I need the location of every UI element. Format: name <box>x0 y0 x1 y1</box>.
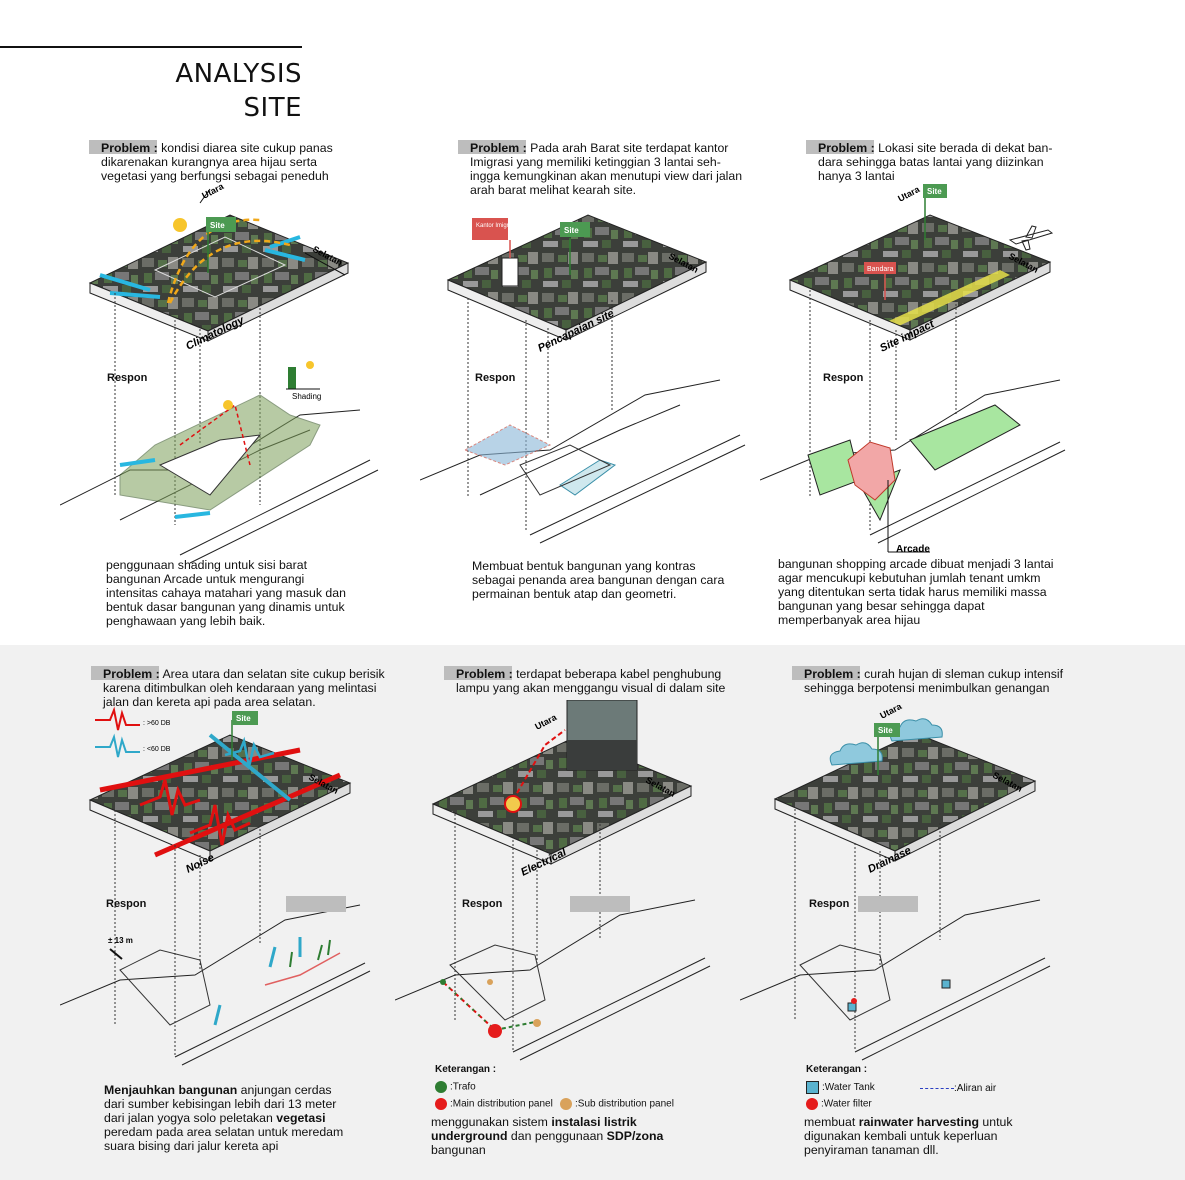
keterangan-label-drainase: Keterangan : <box>806 1064 868 1075</box>
diagram-site-impact: Bandara Site Utara Selatan Site impact A… <box>760 184 1066 555</box>
problem-text-pencapaian: Problem : Pada arah Barat site terdapat … <box>458 140 745 197</box>
respon-label-3: Respon <box>823 372 864 384</box>
water-filter-icon <box>806 1098 818 1110</box>
svg-text:Utara: Utara <box>878 705 904 721</box>
noise-legend-low: : <60 DB <box>143 746 171 753</box>
water-flow-icon <box>920 1087 954 1089</box>
respon-label-5: Respon <box>462 898 503 910</box>
diagram-drainase: Site Utara Selatan Drainase <box>740 705 1051 1061</box>
legend-aliran-air: :Aliran air <box>920 1083 996 1094</box>
svg-text:Site: Site <box>236 714 251 723</box>
header-rule <box>0 46 302 48</box>
problem-text-noise: Problem : Area utara dan selatan site cu… <box>91 666 403 709</box>
site-flag-label: Site <box>210 221 225 230</box>
keterangan-label-electrical: Keterangan : <box>435 1064 497 1075</box>
response-text-climatology: penggunaan shading untuk sisi barat bang… <box>106 558 346 628</box>
arcade-label: Arcade <box>896 544 930 555</box>
legend-water-tank: :Water Tank <box>806 1081 875 1094</box>
kantor-label: Kantor Imigrasi <box>476 223 516 229</box>
diagram-pencapaian: Kantor Imigrasi Site Selatan Pencapaian … <box>420 214 746 544</box>
problem-text-climatology: Problem : kondisi diarea site cukup pana… <box>89 140 361 183</box>
response-text-electrical: menggunakan sistem instalasi listrik und… <box>431 1115 664 1157</box>
svg-text:Utara: Utara <box>533 712 559 732</box>
noise-low-icon <box>95 733 140 758</box>
noise-high-icon <box>95 706 140 731</box>
svg-text:Site: Site <box>927 187 942 196</box>
response-text-site-impact: bangunan shopping arcade dibuat menjadi … <box>778 557 1054 627</box>
distance-label: ± 13 m <box>108 936 133 945</box>
bandara-label: Bandara <box>867 266 894 273</box>
noise-legend-high: : >60 DB <box>143 720 171 727</box>
water-tank-icon <box>806 1081 819 1094</box>
svg-text:Site: Site <box>878 726 893 735</box>
mdp-icon <box>435 1098 447 1110</box>
diagram-electrical: Utara Selatan Electrical <box>395 700 711 1061</box>
page-title-line1: ANALYSIS <box>175 59 302 89</box>
legend-sdp: :Sub distribution panel <box>560 1098 674 1110</box>
response-text-drainase: membuat rainwater harvesting untuk digun… <box>804 1115 1013 1157</box>
respon-label-2: Respon <box>475 372 516 384</box>
cloud-icon <box>829 742 883 766</box>
placeholder-box-drainase <box>858 896 918 912</box>
response-text-pencapaian: Membuat bentuk bangunan yang kontras seb… <box>472 559 725 601</box>
north-label: Utara <box>200 181 226 201</box>
trafo-icon <box>435 1081 447 1093</box>
legend-trafo: :Trafo <box>435 1081 476 1093</box>
page-title-line2: SITE <box>243 93 302 123</box>
legend-mdp: :Main distribution panel <box>435 1098 553 1110</box>
svg-text:Site: Site <box>564 226 579 235</box>
respon-label-4: Respon <box>106 898 147 910</box>
svg-text:Utara: Utara <box>896 184 922 204</box>
diagram-noise: : >60 DB : <60 DB Site Selatan Noise ± 1… <box>60 706 371 1066</box>
sdp-icon <box>560 1098 572 1110</box>
respon-label-6: Respon <box>809 898 850 910</box>
response-text-noise: Menjauhkan bangunan anjungan cerdas dari… <box>104 1083 344 1153</box>
diagram-climatology: Site Utara Selatan Climatology Shading <box>60 181 379 564</box>
legend-water-filter: :Water filter <box>806 1098 872 1110</box>
shading-label: Shading <box>292 392 321 401</box>
placeholder-box-electrical <box>570 896 630 912</box>
problem-text-site-impact: Problem : Lokasi site berada di dekat ba… <box>806 140 1068 183</box>
problem-text-drainase: Problem : curah hujan di sleman cukup in… <box>792 666 1064 695</box>
respon-label-1: Respon <box>107 372 148 384</box>
problem-text-electrical: Problem : terdapat beberapa kabel penghu… <box>444 666 746 695</box>
placeholder-box-noise <box>286 896 346 912</box>
